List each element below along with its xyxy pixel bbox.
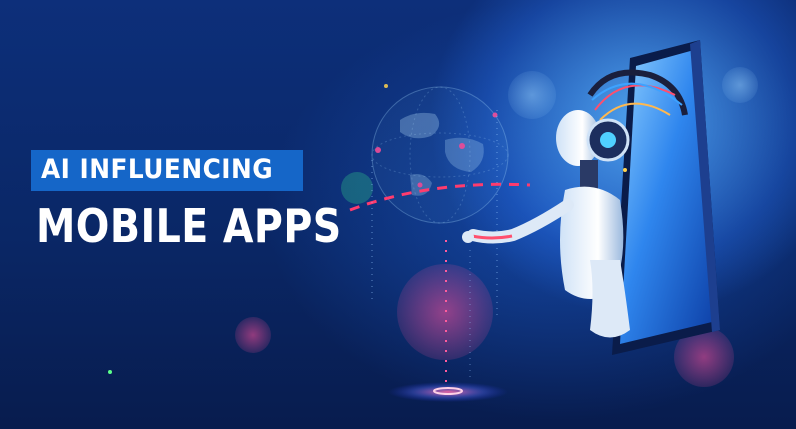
orbit-ring: [349, 182, 531, 212]
smartphone-icon: [612, 40, 720, 355]
floor-ring: [433, 387, 463, 395]
bokeh-circle: [674, 327, 734, 387]
sparkle: [623, 168, 627, 172]
globe-icon: [371, 84, 509, 224]
floor-glow: [388, 382, 508, 402]
bokeh-circle: [722, 67, 758, 103]
light-beams: [371, 110, 498, 385]
robot-figure: [462, 69, 688, 338]
headline-highlight-box: AI INFLUENCING: [31, 150, 304, 191]
headline-line-1: AI INFLUENCING: [41, 154, 274, 185]
sparkle: [108, 370, 112, 374]
headline-line-2: MOBILE APPS: [36, 199, 342, 253]
bokeh-circle: [508, 71, 556, 119]
bokeh-circle: [235, 317, 271, 353]
bokeh-circle: [341, 172, 373, 204]
